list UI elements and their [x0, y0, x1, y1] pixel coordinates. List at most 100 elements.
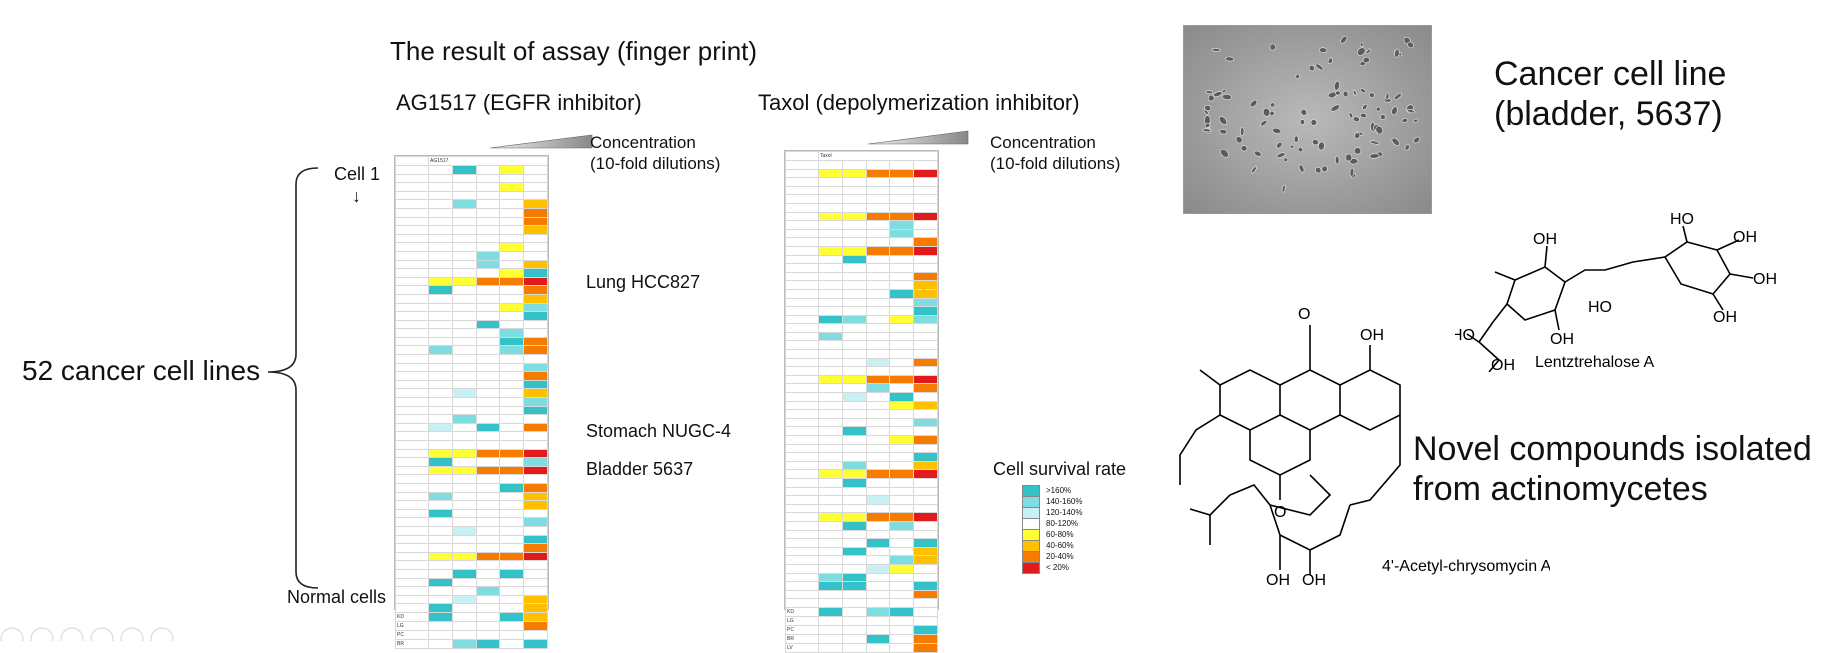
table-row	[395, 242, 548, 252]
table-row	[785, 383, 938, 394]
table-row	[785, 495, 938, 505]
table-row	[785, 271, 938, 282]
table-row	[785, 452, 938, 462]
table-row	[395, 482, 548, 493]
table-row	[785, 374, 938, 385]
left-heatmap-title: AG1517 (EGFR inhibitor)	[396, 90, 642, 115]
survival-legend: >160%140-160%120-140%80-120%60-80%40-60%…	[1022, 484, 1082, 574]
table-row	[395, 216, 548, 227]
annotation-stomach: Stomach NUGC-4	[586, 421, 732, 441]
lentztrehalose-structure: OH HO OH OH OH OH HO HO OH Lentztrehalos…	[1455, 212, 1777, 372]
table-row	[395, 328, 548, 338]
table-row: LV	[785, 642, 938, 653]
table-row	[395, 440, 548, 450]
compound-a-label: Lentztrehalose A	[1535, 354, 1655, 371]
table-row	[785, 435, 938, 445]
microscopy-image	[1183, 25, 1432, 214]
annotation-bladder: Bladder 5637	[586, 459, 694, 479]
table-row	[395, 259, 548, 270]
right-heatmap-title: Taxol (depolymerization inhibitor)	[758, 90, 1080, 115]
table-row	[785, 306, 938, 316]
table-row	[785, 409, 938, 419]
chem-ho: HO	[1670, 212, 1694, 228]
table-row	[395, 457, 548, 467]
legend-item: 60-80%	[1022, 528, 1082, 541]
legend-item: 20-40%	[1022, 550, 1082, 563]
normal-cells-label: Normal cells	[287, 587, 387, 607]
cell1-arrow: ↓	[352, 186, 361, 206]
table-row	[395, 577, 548, 588]
legend-swatch	[1022, 561, 1040, 574]
table-row	[785, 288, 938, 299]
table-row	[395, 525, 548, 536]
table-row	[785, 254, 938, 265]
chem-o: O	[1274, 504, 1286, 521]
compound-b-label: 4'-Acetyl-chrysomycin A	[1382, 558, 1550, 575]
table-row	[785, 538, 938, 548]
novel-compounds-label: Novel compounds isolated from actinomyce…	[1413, 430, 1812, 508]
table-row	[785, 426, 938, 436]
concentration-text: Concentration (10-fold dilutions)	[990, 133, 1121, 173]
table-row	[785, 589, 938, 600]
table-row	[395, 586, 548, 596]
table-row	[395, 354, 548, 364]
table-row	[785, 572, 938, 583]
table-row	[395, 173, 548, 184]
chem-oh: OH	[1713, 309, 1737, 326]
table-row	[395, 397, 548, 407]
chem-oh: OH	[1550, 331, 1574, 348]
cancer-cell-line-text: Cancer cell line (bladder, 5637)	[1494, 55, 1727, 133]
chrysomycin-structure: O OH O OH OH 4'-Acetyl-chrysomycin A	[1179, 306, 1550, 589]
table-row	[785, 237, 938, 247]
table-row	[785, 443, 938, 454]
table-row	[395, 190, 548, 201]
table-row	[395, 336, 548, 347]
table-row	[395, 491, 548, 502]
slide-nav-controls[interactable]	[0, 619, 260, 641]
concentration-label-left: Concentration (10-fold dilutions)	[590, 132, 720, 174]
table-row	[785, 563, 938, 574]
table-row	[395, 207, 548, 218]
table-row	[395, 534, 548, 545]
table-row	[785, 263, 938, 273]
chem-oh: OH	[1266, 572, 1290, 589]
legend-label: 80-120%	[1046, 519, 1079, 528]
table-row	[395, 293, 548, 304]
cell-survival-title: Cell survival rate	[993, 459, 1127, 479]
concentration-text: Concentration (10-fold dilutions)	[590, 133, 721, 173]
table-row	[395, 388, 548, 399]
cancer-lines-label: 52 cancer cell lines	[22, 355, 261, 386]
table-row	[785, 297, 938, 308]
legend-item: 140-160%	[1022, 495, 1082, 508]
table-row	[395, 345, 548, 356]
table-row	[395, 225, 548, 235]
table-row	[395, 311, 548, 321]
table-row	[395, 319, 548, 330]
concentration-label-right: Concentration (10-fold dilutions)	[990, 132, 1120, 174]
table-row	[785, 160, 938, 170]
table-row	[785, 477, 938, 488]
table-row	[395, 517, 548, 527]
table-row	[785, 357, 938, 368]
legend-label: < 20%	[1046, 563, 1069, 572]
table-row	[395, 448, 548, 459]
table-row	[785, 520, 938, 531]
table-row	[785, 486, 938, 497]
table-row	[785, 314, 938, 325]
table-row	[395, 560, 548, 570]
cell1-label: Cell 1	[334, 164, 381, 184]
table-row	[785, 598, 938, 608]
table-row	[395, 543, 548, 553]
table-row	[785, 211, 938, 222]
table-row	[395, 250, 548, 261]
chem-oh: OH	[1491, 357, 1515, 372]
table-row	[395, 474, 548, 484]
legend-item: 80-120%	[1022, 517, 1082, 530]
chem-ho: HO	[1588, 299, 1612, 316]
table-row	[785, 220, 938, 230]
annotation-lung: Lung HCC827	[586, 272, 701, 292]
table-row: LG	[785, 615, 938, 626]
table-row: PC	[395, 629, 548, 640]
table-row	[395, 431, 548, 441]
